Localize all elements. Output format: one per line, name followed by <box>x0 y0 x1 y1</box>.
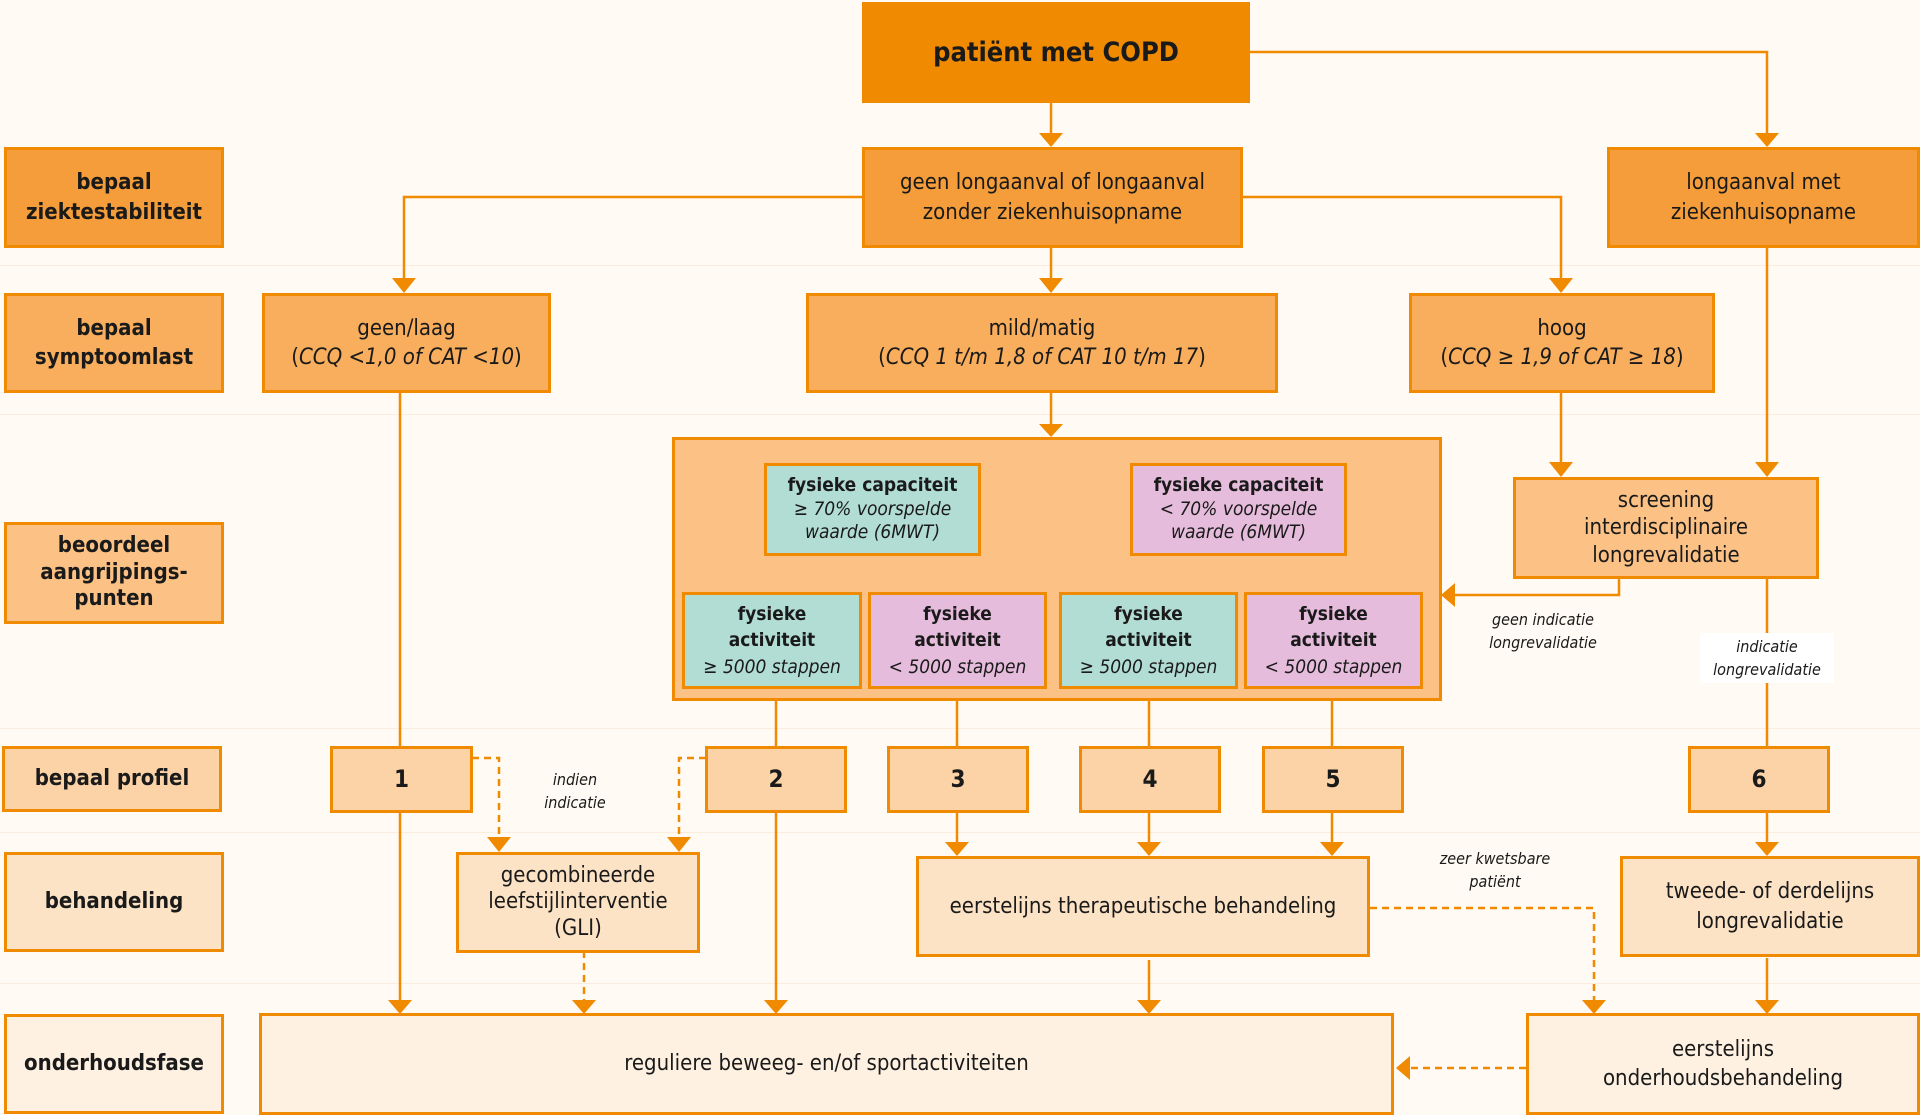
row-label-aangrijpingspunten: beoordeel aangrijpings- punten <box>4 522 224 624</box>
arrowhead <box>1755 462 1779 477</box>
arrowhead <box>392 278 416 293</box>
arrowhead <box>1755 133 1779 147</box>
row-label-onderhoudsfase: onderhoudsfase <box>4 1014 224 1114</box>
edge-no-indication <box>1455 578 1621 597</box>
row-separator <box>0 414 1920 415</box>
node-activity-3: fysieke activiteit ≥ 5000 stappen <box>1059 592 1238 689</box>
arrowhead <box>1582 1000 1606 1014</box>
symptoms-mild-criteria: (CCQ 1 t/m 1,8 of CAT 10 t/m 17) <box>878 345 1206 370</box>
arrowhead <box>1441 583 1455 607</box>
arrowhead <box>945 842 969 856</box>
edge-profile2-gli <box>677 756 706 837</box>
node-symptoms-high: hoog (CCQ ≥ 1,9 of CAT ≥ 18) <box>1409 293 1715 393</box>
row-separator <box>0 983 1920 984</box>
edge-top-hospital <box>1249 50 1769 133</box>
node-symptoms-low: geen/laag (CCQ <1,0 of CAT <10) <box>262 293 551 393</box>
row-separator <box>0 832 1920 833</box>
arrowhead <box>764 1000 788 1014</box>
row-label-profiel: bepaal profiel <box>2 746 222 812</box>
profile-5: 5 <box>1262 746 1404 813</box>
arrowhead <box>1137 1000 1161 1014</box>
arrowhead <box>667 837 691 852</box>
profile-6: 6 <box>1688 746 1830 813</box>
profile-1: 1 <box>330 746 473 813</box>
node-activity-4: fysieke activiteit < 5000 stappen <box>1244 592 1423 689</box>
symptoms-low-criteria: (CCQ <1,0 of CAT <10) <box>291 345 522 370</box>
node-no-hospital: geen longaanval of longaanval zonder zie… <box>862 147 1243 248</box>
arrowhead <box>1320 842 1344 856</box>
row-separator <box>0 265 1920 266</box>
row-label-behandeling: behandeling <box>4 852 224 952</box>
arrowhead <box>1396 1056 1410 1080</box>
arrowhead <box>1039 133 1063 147</box>
arrowhead <box>1549 278 1573 293</box>
row-label-symptoomlast: bepaal symptoomlast <box>4 293 224 393</box>
row-label-ziektestabiliteit: bepaal ziektestabiliteit <box>4 147 224 248</box>
edge-profile1-gli <box>472 756 501 837</box>
node-activity-2: fysieke activiteit < 5000 stappen <box>868 592 1047 689</box>
edge-stability-low <box>402 195 862 278</box>
edge-label-very-vulnerable: zeer kwetsbare patiënt <box>1439 849 1551 892</box>
node-first-line-maintenance: eerstelijns onderhoudsbehandeling <box>1526 1013 1920 1115</box>
node-first-line-treatment: eerstelijns therapeutische behandeling <box>916 856 1370 957</box>
arrowhead <box>1549 462 1573 477</box>
profile-3: 3 <box>887 746 1029 813</box>
arrowhead <box>1137 842 1161 856</box>
node-capacity-high: fysieke capaciteit ≥ 70% voorspelde waar… <box>764 463 981 556</box>
arrowhead <box>1039 424 1063 437</box>
edge-vulnerable <box>1370 906 1596 1000</box>
arrowhead <box>1755 842 1779 856</box>
node-regular-activities: reguliere beweeg- en/of sportactiviteite… <box>259 1013 1394 1115</box>
arrowhead <box>1039 278 1063 293</box>
arrowhead <box>388 1000 412 1014</box>
node-capacity-low: fysieke capaciteit < 70% voorspelde waar… <box>1130 463 1347 556</box>
node-gli: gecombineerde leefstijlinterventie (GLI) <box>456 852 700 953</box>
profile-2: 2 <box>705 746 847 813</box>
node-patient-copd: patiënt met COPD <box>862 2 1250 103</box>
profile-4: 4 <box>1079 746 1221 813</box>
edge-label-if-indicated: indien indicatie <box>544 770 606 813</box>
arrowhead <box>1755 1000 1779 1014</box>
node-screening: screening interdisciplinaire longrevalid… <box>1513 477 1819 579</box>
arrowhead <box>572 1000 596 1014</box>
symptoms-high-criteria: (CCQ ≥ 1,9 of CAT ≥ 18) <box>1440 345 1684 370</box>
node-second-line-treatment: tweede- of derdelijns longrevalidatie <box>1620 856 1920 957</box>
row-separator <box>0 728 1920 729</box>
node-symptoms-mild: mild/matig (CCQ 1 t/m 1,8 of CAT 10 t/m … <box>806 293 1278 393</box>
arrowhead <box>487 837 511 852</box>
edge-label-indication: indicatie longrevalidatie <box>1700 633 1834 684</box>
edge-stability-high <box>1242 195 1563 278</box>
node-hospital: longaanval met ziekenhuisopname <box>1607 147 1920 248</box>
edge-label-no-indication: geen indicatie longrevalidatie <box>1489 610 1597 653</box>
node-activity-1: fysieke activiteit ≥ 5000 stappen <box>682 592 862 689</box>
